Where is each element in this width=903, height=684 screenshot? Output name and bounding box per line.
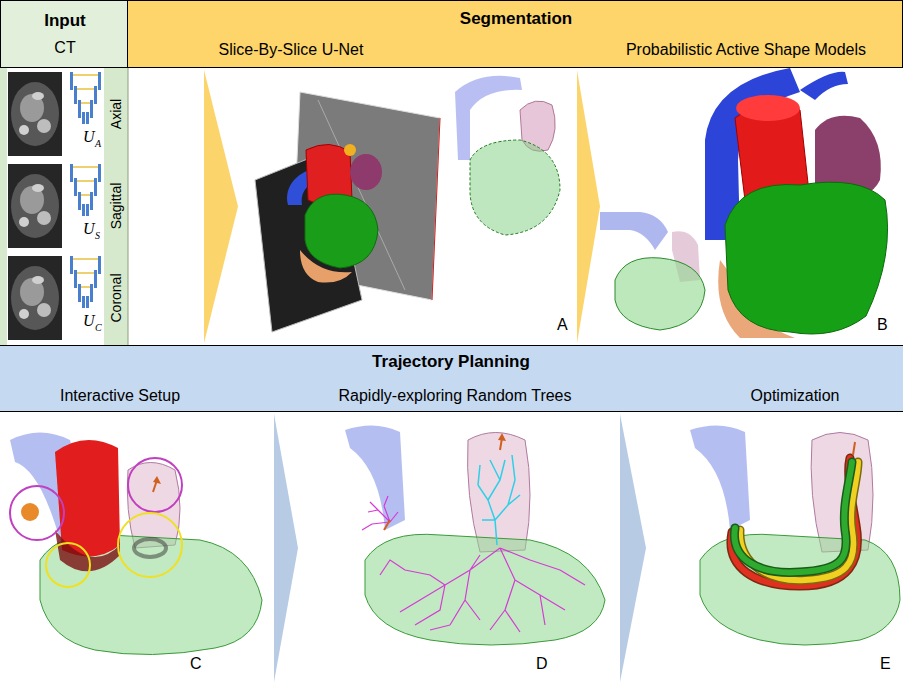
unet-segmentation-result: [470, 140, 560, 235]
shape-model-heart: [736, 95, 800, 121]
interactive-setup-scene: [55, 530, 120, 571]
optimized-trajectories: [690, 425, 900, 645]
interactive-setup-scene: [153, 476, 161, 484]
input-column: [104, 68, 128, 345]
flow-chevron: [274, 414, 298, 682]
network-subscript: C: [95, 322, 102, 334]
header-band: SegmentationSlice-By-Slice U-Net Probabil…: [127, 0, 903, 68]
ct-volume-render: [300, 250, 352, 283]
view-label: Coronal: [108, 273, 124, 322]
optimized-trajectories: [734, 462, 852, 572]
panel-letter: B: [877, 316, 888, 334]
optimized-trajectories: [690, 425, 750, 530]
unet-segmentation-result: [455, 76, 560, 235]
input-column: [70, 164, 101, 216]
network-subscript: A: [95, 138, 101, 150]
interactive-setup-scene: [128, 458, 182, 512]
ct-volume-render: [344, 144, 356, 156]
view-row: CoronalUC: [0, 252, 128, 344]
header-subtitle: CT: [54, 39, 75, 57]
rrt-scene: [362, 496, 398, 530]
optimized-trajectories: [853, 442, 855, 455]
rrt-scene: [468, 433, 531, 553]
network-symbol: U: [83, 128, 95, 146]
panel-letter: E: [880, 655, 891, 673]
optimized-trajectories: [731, 458, 858, 586]
network-subscript: S: [95, 230, 100, 242]
figure-panel: A: [240, 68, 575, 345]
step-heading: Probabilistic Active Shape Models: [626, 41, 866, 59]
interactive-setup-scene: [46, 543, 90, 587]
flow-chevron: [204, 70, 238, 343]
shape-model-small: [615, 258, 705, 330]
ct-volume-render: [350, 154, 382, 190]
view-label: Axial: [108, 99, 124, 129]
header-title: Segmentation: [460, 9, 572, 29]
rrt-scene: [380, 548, 585, 632]
optimized-trajectories: [734, 462, 852, 572]
ct-volume-render: [432, 118, 440, 300]
interactive-setup-scene: [55, 440, 120, 557]
ct-volume-render: [292, 92, 440, 300]
view-row: AxialUA: [0, 68, 128, 160]
interactive-setup-scene: [10, 486, 64, 540]
header-band: Trajectory PlanningInteractive Setup Rapi…: [0, 345, 903, 412]
shape-model-heart: [725, 182, 888, 334]
interactive-setup-scene: [10, 433, 262, 655]
panel-letter: A: [557, 316, 568, 334]
step-heading: Rapidly-exploring Random Trees: [339, 387, 572, 405]
figure-panel: E: [648, 412, 903, 684]
panel-letter: D: [536, 655, 548, 673]
input-column: [8, 256, 62, 340]
shape-model-heart: [800, 72, 848, 100]
ct-volume-render: [305, 194, 378, 268]
view-label: Sagittal: [108, 183, 124, 230]
input-column: [128, 68, 129, 345]
panel-letter: C: [190, 655, 202, 673]
figure-panel: B: [602, 68, 903, 345]
network-symbol: U: [83, 220, 95, 238]
input-column: [8, 72, 62, 156]
interactive-setup-scene: [21, 503, 39, 521]
input-column: [0, 68, 128, 345]
interactive-setup-scene: [118, 513, 182, 577]
rrt-scene: [345, 425, 405, 530]
header-title: Input: [44, 11, 86, 31]
interactive-setup-scene: [134, 539, 166, 557]
view-row: SagittalUS: [0, 160, 128, 252]
flow-chevron: [620, 414, 646, 682]
shape-model-heart: [705, 68, 888, 338]
rrt-scene: [478, 455, 520, 545]
rrt-scene: [498, 433, 506, 441]
header-title: Trajectory Planning: [372, 352, 530, 372]
header-band: InputCT: [0, 0, 128, 68]
input-column: [70, 256, 101, 308]
rrt-scene: [365, 534, 605, 645]
step-heading: Slice-By-Slice U-Net: [219, 41, 364, 59]
input-column: [70, 72, 101, 124]
network-symbol: U: [83, 312, 95, 330]
figure-panel: D: [300, 412, 618, 684]
step-heading: Optimization: [751, 387, 840, 405]
shape-model-small: [600, 212, 705, 330]
step-heading: Interactive Setup: [60, 387, 180, 405]
shape-model-small: [600, 212, 668, 250]
optimized-trajectories: [731, 458, 857, 586]
ct-volume-render: [255, 92, 440, 332]
optimized-trajectories: [731, 458, 857, 586]
input-column: [0, 68, 7, 345]
flow-chevron: [577, 70, 600, 343]
rrt-scene: [345, 425, 605, 645]
input-column: [8, 164, 62, 248]
rrt-scene: [384, 520, 390, 530]
figure-panel: C: [0, 412, 272, 684]
